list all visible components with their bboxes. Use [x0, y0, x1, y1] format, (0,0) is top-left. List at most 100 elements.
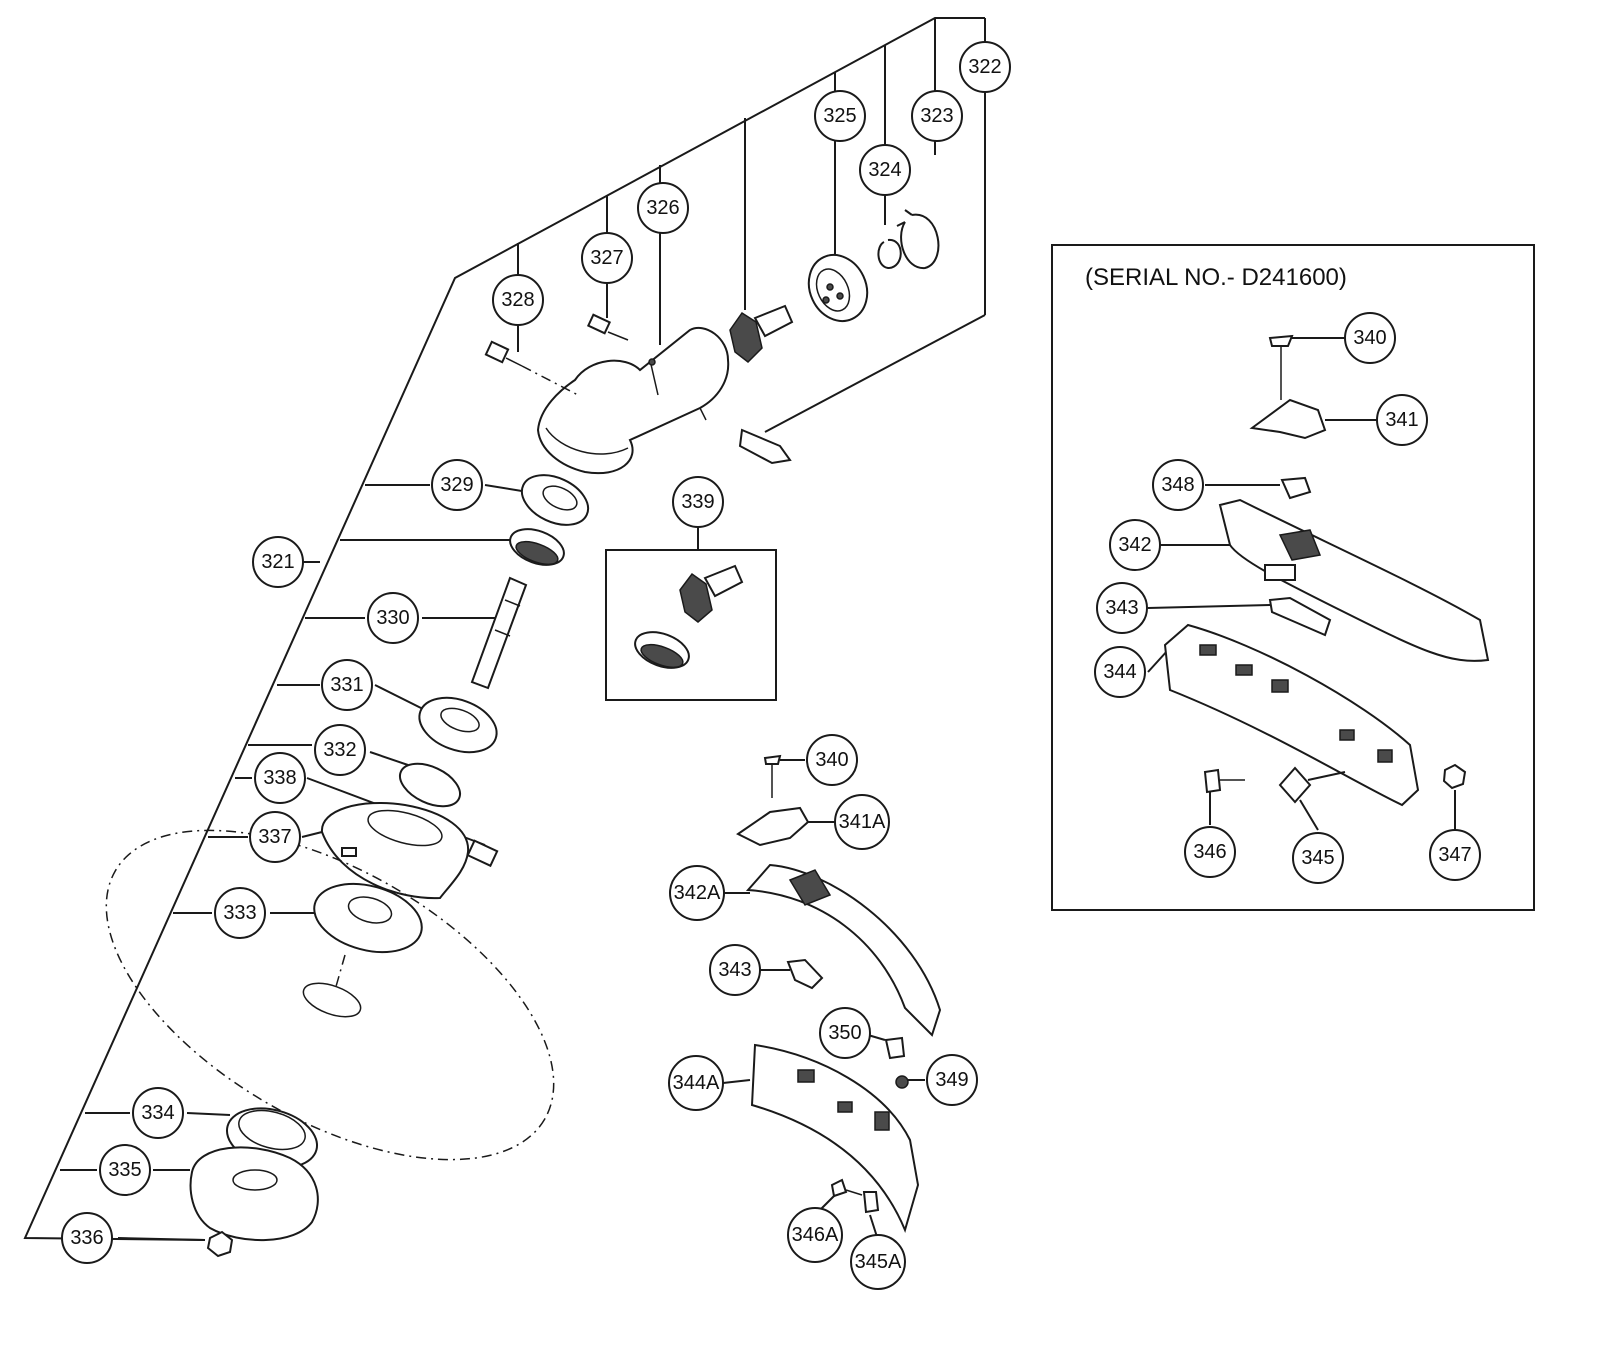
- callout-343: 343: [1096, 582, 1148, 634]
- callout-circle: [61, 1212, 113, 1264]
- callout-341A: 341A: [834, 794, 890, 850]
- bevel-gear: [509, 528, 565, 566]
- callout-circle: [814, 90, 866, 142]
- callout-345A: 345A: [850, 1234, 906, 1290]
- callout-number: 344A: [673, 1072, 720, 1094]
- callout-circle: [926, 1054, 978, 1106]
- callouts: 3213223233243253263273283293303313323333…: [61, 41, 1481, 1290]
- callout-322: 322: [959, 41, 1011, 93]
- callout-332: 332: [314, 724, 366, 776]
- callout-number: 331: [330, 674, 363, 696]
- pinion-gear-shaft: [729, 304, 794, 363]
- callout-circle: [99, 1144, 151, 1196]
- screw-327: [586, 313, 629, 341]
- callout-number: 334: [141, 1102, 174, 1124]
- callout-342: 342: [1109, 519, 1161, 571]
- callout-number: 341: [1385, 409, 1418, 431]
- callout-circle: [787, 1207, 843, 1263]
- callout-number: 342: [1118, 534, 1151, 556]
- callout-circle: [214, 887, 266, 939]
- callout-number: 348: [1161, 474, 1194, 496]
- bearing-329: [520, 474, 590, 526]
- callout-circle: [668, 1055, 724, 1111]
- callout-circle: [132, 1087, 184, 1139]
- washer-337: [320, 802, 470, 900]
- callout-number: 325: [823, 105, 856, 127]
- callout-334: 334: [132, 1087, 184, 1139]
- callout-circle: [959, 41, 1011, 93]
- callout-circle: [850, 1234, 906, 1290]
- callout-350: 350: [819, 1007, 871, 1059]
- callout-number: 326: [646, 197, 679, 219]
- clamp-bolt: [738, 428, 792, 465]
- callout-338: 338: [254, 752, 306, 804]
- callout-349: 349: [926, 1054, 978, 1106]
- callout-number: 322: [968, 56, 1001, 78]
- callout-number: 321: [261, 551, 294, 573]
- callout-348: 348: [1152, 459, 1204, 511]
- serial-number-label: (SERIAL NO.- D241600): [1085, 264, 1347, 291]
- callout-344: 344: [1094, 646, 1146, 698]
- callout-327: 327: [581, 232, 633, 284]
- callout-number: 344: [1103, 661, 1136, 683]
- callout-number: 335: [108, 1159, 141, 1181]
- callout-number: 342A: [674, 882, 721, 904]
- callout-330: 330: [367, 592, 419, 644]
- bearing-331: [418, 696, 498, 754]
- callout-number: 324: [868, 159, 901, 181]
- callout-circle: [367, 592, 419, 644]
- callout-number: 328: [501, 289, 534, 311]
- callout-number: 336: [70, 1227, 103, 1249]
- gear-case-housing: [536, 327, 730, 475]
- callout-circle: [1152, 459, 1204, 511]
- callout-number: 350: [828, 1022, 861, 1044]
- callout-circle: [669, 865, 725, 921]
- callout-341: 341: [1376, 394, 1428, 446]
- cover-335: [189, 1146, 319, 1242]
- callout-circle: [1376, 394, 1428, 446]
- callout-number: 338: [263, 767, 296, 789]
- callout-346A: 346A: [787, 1207, 843, 1263]
- bolt-328: [484, 340, 579, 396]
- callout-circle: [819, 1007, 871, 1059]
- callout-circle: [254, 752, 306, 804]
- callout-number: 339: [681, 491, 714, 513]
- callout-circle: [581, 232, 633, 284]
- callout-329: 329: [431, 459, 483, 511]
- callout-number: 346: [1193, 841, 1226, 863]
- callout-circle: [314, 724, 366, 776]
- callout-number: 346A: [792, 1224, 839, 1246]
- blade-disc: [105, 829, 555, 1161]
- callout-number: 343: [1105, 597, 1138, 619]
- callout-331: 331: [321, 659, 373, 711]
- callout-number: 329: [440, 474, 473, 496]
- callout-circle: [859, 144, 911, 196]
- callout-circle: [806, 734, 858, 786]
- callout-number: 345: [1301, 847, 1334, 869]
- callout-circle: [709, 944, 761, 996]
- spindle-shaft-330: [470, 576, 528, 690]
- callout-number: 340: [1353, 327, 1386, 349]
- callout-number: 340: [815, 749, 848, 771]
- serial-box: (SERIAL NO.- D241600): [1051, 244, 1535, 911]
- callout-number: 337: [258, 826, 291, 848]
- callout-circle: [1292, 832, 1344, 884]
- callout-number: 347: [1438, 844, 1471, 866]
- callout-circle: [1094, 646, 1146, 698]
- callout-circle: [1429, 829, 1481, 881]
- callout-circle: [252, 536, 304, 588]
- callout-339: 339: [672, 476, 724, 528]
- callout-326: 326: [637, 182, 689, 234]
- callout-number: 332: [323, 739, 356, 761]
- bearing-325: [807, 253, 869, 323]
- callout-323: 323: [911, 90, 963, 142]
- callout-324: 324: [859, 144, 911, 196]
- callout-number: 327: [590, 247, 623, 269]
- callout-number: 345A: [855, 1251, 902, 1273]
- callout-circle: [1184, 826, 1236, 878]
- fixing-disc-333: [302, 882, 423, 1018]
- callout-circle: [492, 274, 544, 326]
- callout-347: 347: [1429, 829, 1481, 881]
- circlip-323: [896, 209, 940, 270]
- callout-number: 349: [935, 1069, 968, 1091]
